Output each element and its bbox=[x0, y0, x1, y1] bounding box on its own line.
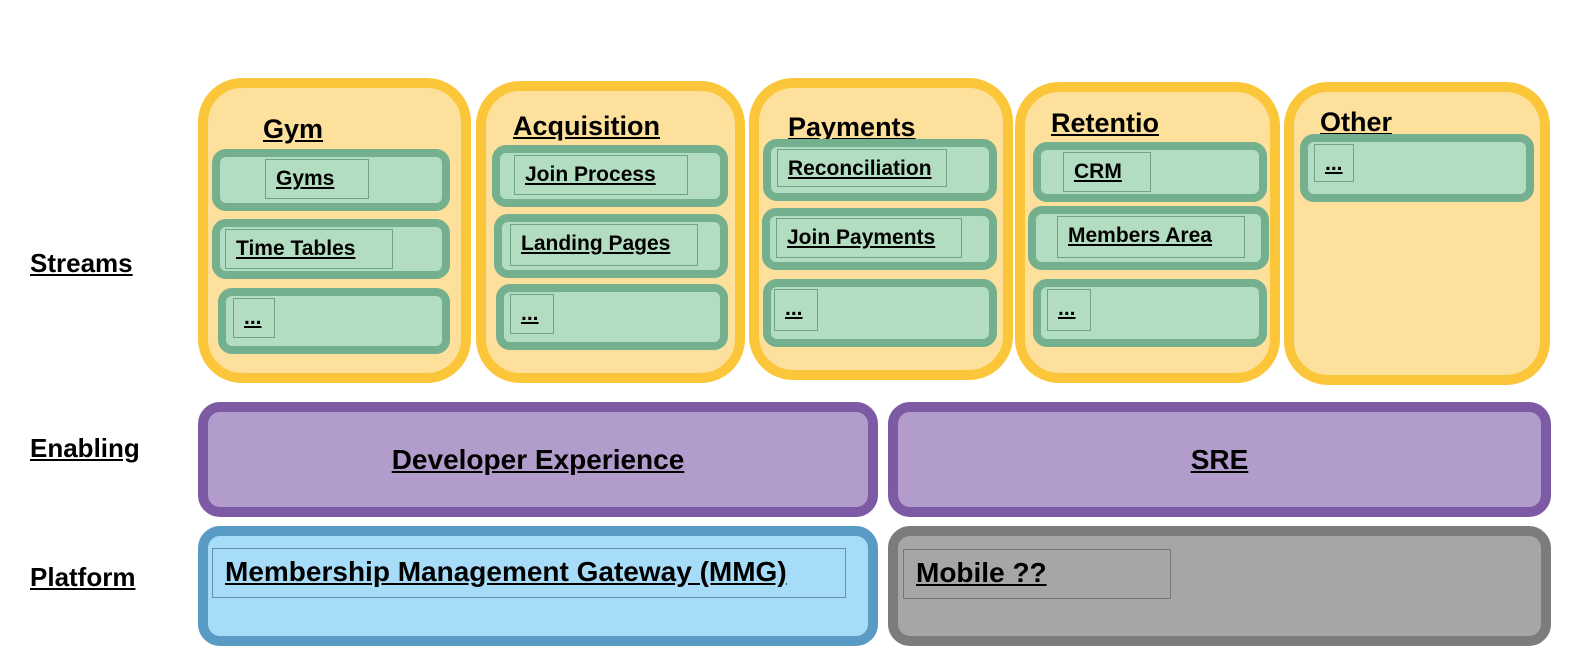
row-label-enabling: Enabling bbox=[30, 433, 140, 463]
stream-title-gym: Gym bbox=[263, 114, 324, 144]
platform-label: Mobile ?? bbox=[903, 549, 1171, 599]
chip-label: Reconciliation bbox=[777, 149, 947, 187]
chip-gyms[interactable]: Gyms bbox=[212, 149, 450, 211]
chip-crm[interactable]: CRM bbox=[1033, 142, 1267, 202]
stream-retentio: Retentio CRM Members Area ... bbox=[1015, 82, 1280, 383]
chip-label: Members Area bbox=[1057, 216, 1245, 258]
stream-title-other: Other bbox=[1320, 107, 1393, 137]
row-label-streams: Streams bbox=[30, 248, 133, 278]
stream-acquisition: Acquisition Join Process Landing Pages .… bbox=[476, 81, 745, 383]
stream-title-payments: Payments bbox=[788, 112, 916, 142]
stream-title-retentio: Retentio bbox=[1051, 108, 1159, 138]
chip-members-area[interactable]: Members Area bbox=[1028, 206, 1269, 270]
chip-join-payments[interactable]: Join Payments bbox=[762, 208, 997, 270]
chip-label: ... bbox=[774, 289, 818, 331]
chip-label: ... bbox=[1047, 289, 1091, 331]
stream-other: Other ... bbox=[1284, 82, 1550, 385]
chip-label: ... bbox=[1314, 144, 1354, 182]
chip-label: Join Payments bbox=[776, 218, 962, 258]
enabling-developer-experience[interactable]: Developer Experience bbox=[198, 402, 878, 517]
chip-label: ... bbox=[233, 298, 275, 338]
chip-more[interactable]: ... bbox=[496, 284, 728, 350]
chip-label: CRM bbox=[1063, 152, 1151, 192]
chip-label: ... bbox=[510, 294, 554, 334]
stream-title-acquisition: Acquisition bbox=[513, 111, 660, 141]
chip-label: Landing Pages bbox=[510, 224, 698, 266]
chip-reconciliation[interactable]: Reconciliation bbox=[763, 139, 997, 201]
row-label-platform: Platform bbox=[30, 562, 136, 592]
chip-label: Gyms bbox=[265, 159, 369, 199]
chip-time-tables[interactable]: Time Tables bbox=[212, 219, 450, 279]
chip-more[interactable]: ... bbox=[1033, 279, 1267, 347]
enabling-sre[interactable]: SRE bbox=[888, 402, 1551, 517]
chip-landing-pages[interactable]: Landing Pages bbox=[494, 214, 728, 278]
platform-mobile[interactable]: Mobile ?? bbox=[888, 526, 1551, 646]
chip-label: Time Tables bbox=[225, 229, 393, 269]
chip-more[interactable]: ... bbox=[1300, 134, 1534, 202]
chip-more[interactable]: ... bbox=[218, 288, 450, 354]
chip-label: Join Process bbox=[514, 155, 688, 195]
chip-join-process[interactable]: Join Process bbox=[492, 145, 728, 207]
platform-mmg[interactable]: Membership Management Gateway (MMG) bbox=[198, 526, 878, 646]
stream-gym: Gym Gyms Time Tables ... bbox=[198, 78, 471, 383]
stream-payments: Payments Reconciliation Join Payments ..… bbox=[749, 78, 1013, 380]
chip-more[interactable]: ... bbox=[763, 279, 997, 347]
platform-label: Membership Management Gateway (MMG) bbox=[212, 548, 846, 598]
